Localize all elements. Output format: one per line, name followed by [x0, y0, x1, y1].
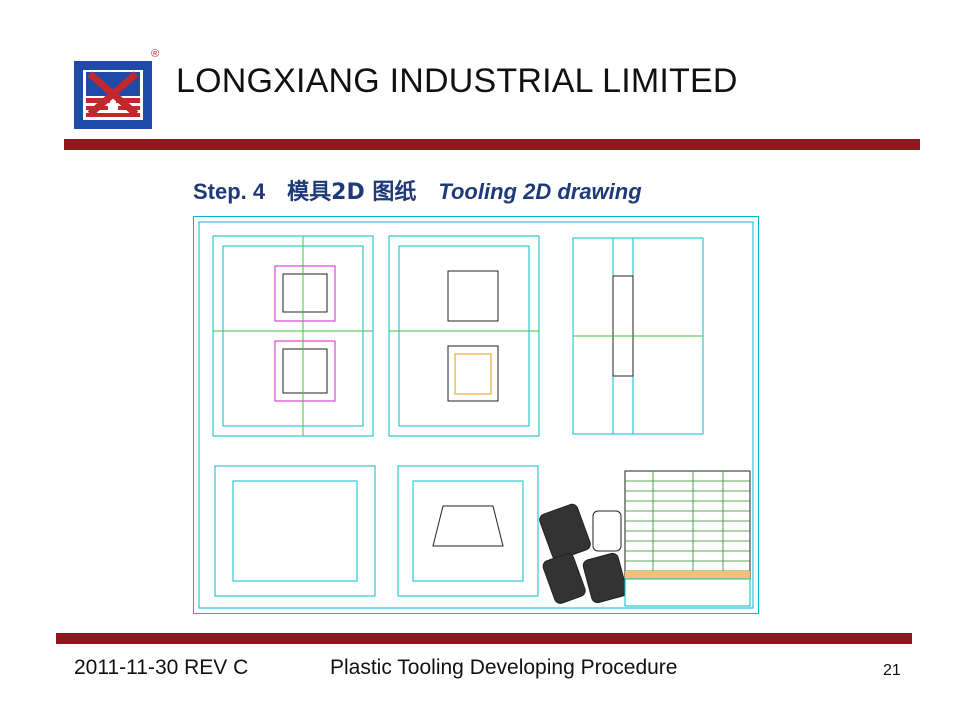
page-number: 21 [883, 662, 901, 679]
step-label: Step. 4 [193, 179, 266, 204]
longxiang-logo [74, 61, 152, 129]
tooling-2d-cad-drawing [193, 216, 759, 614]
footer-date-revision: 2011-11-30 REV C [74, 656, 249, 679]
company-name: LONGXIANG INDUSTRIAL LIMITED [176, 62, 738, 100]
step-title-en: Tooling 2D drawing [438, 179, 642, 204]
step-title-zh: 模具2D 图纸 [287, 180, 417, 205]
footer-document-title: Plastic Tooling Developing Procedure [330, 656, 678, 679]
footer-divider-bar [56, 633, 912, 644]
header-divider-bar [64, 139, 920, 150]
step-heading: Step. 4 模具2D 图纸 Tooling 2D drawing [193, 174, 642, 206]
registered-mark: ® [151, 48, 160, 60]
